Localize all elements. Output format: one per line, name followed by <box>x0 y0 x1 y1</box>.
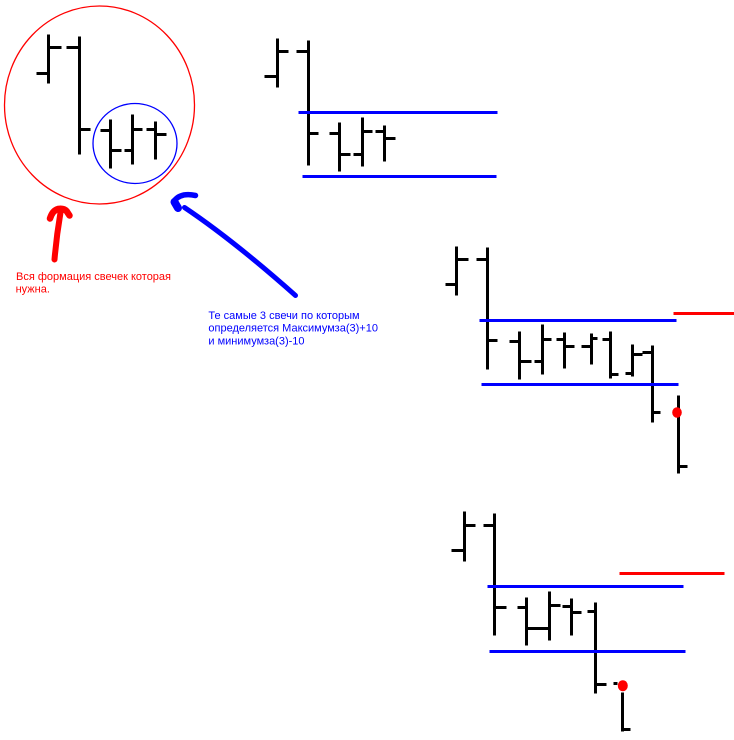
svg-text:и минимумза(3)-10: и минимумза(3)-10 <box>208 336 304 348</box>
svg-text:нужна.: нужна. <box>16 284 50 296</box>
svg-text:определяется Максимумза(3)+10: определяется Максимумза(3)+10 <box>208 323 378 335</box>
svg-text:Вся формация свечек которая: Вся формация свечек которая <box>16 271 171 283</box>
svg-text:Те самые 3 свечи по которым: Те самые 3 свечи по которым <box>208 310 359 322</box>
